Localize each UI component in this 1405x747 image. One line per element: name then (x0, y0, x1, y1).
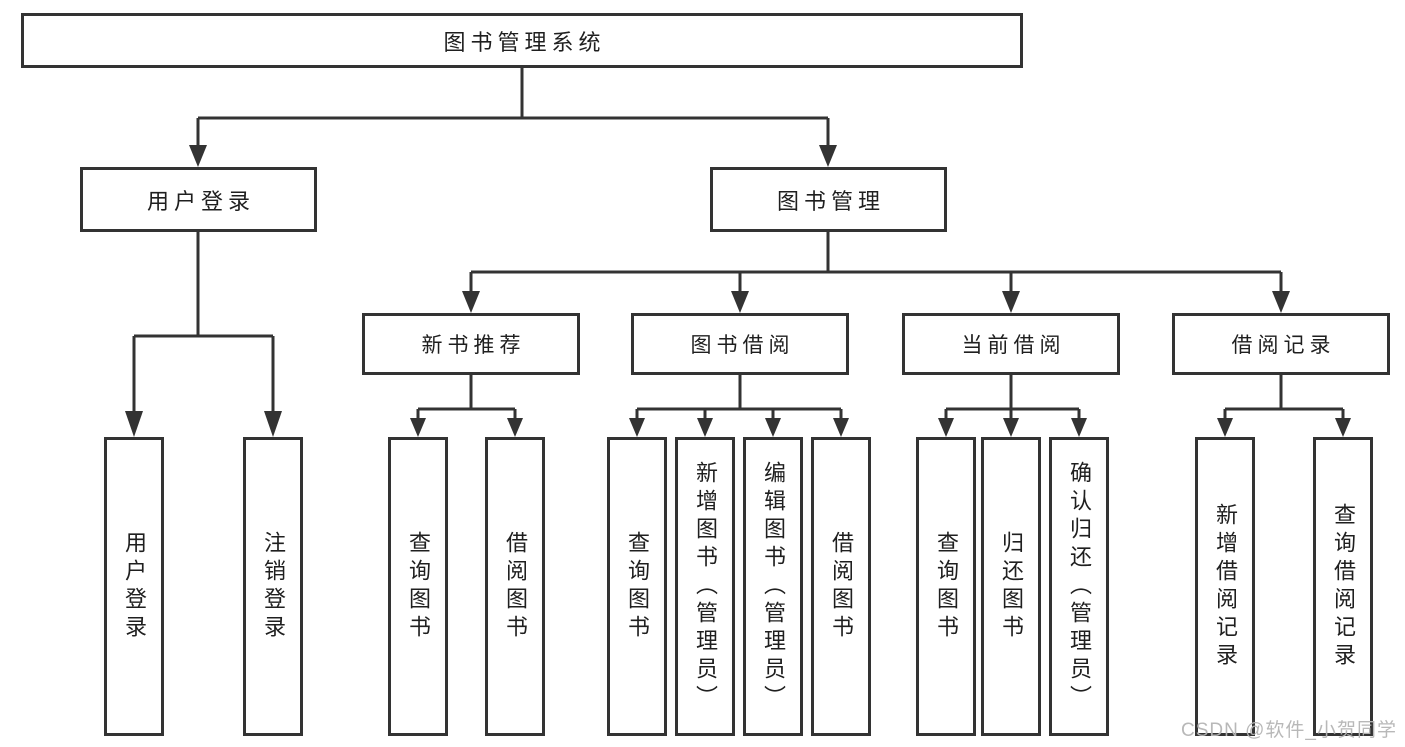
leaf-query-books-recommend: 查询图书 (388, 437, 448, 736)
leaf-query-books-current: 查询图书 (916, 437, 976, 736)
arrowheads (125, 145, 1351, 437)
leaf-user-login: 用户登录 (104, 437, 164, 736)
category-new-book-recommend: 新书推荐 (362, 313, 580, 375)
edge-newbook-to-leaves (416, 375, 517, 420)
root-node-label: 图书管理系统 (443, 29, 606, 55)
leaf-edit-books-admin: 编辑图书（管理员） (743, 437, 803, 736)
csdn-watermark: CSDN @软件_小贺同学 (1181, 720, 1397, 741)
branch-book-management-label: 图书管理 (776, 188, 885, 214)
edge-bookmgmt-to-level3 (469, 232, 1283, 294)
category-new-book-recommend-label: 新书推荐 (421, 334, 526, 357)
category-book-borrowing: 图书借阅 (631, 313, 849, 375)
edge-record-to-leaves (1223, 375, 1345, 420)
leaf-logout: 注销登录 (243, 437, 303, 736)
leaf-confirm-return-admin: 确认归还（管理员） (1049, 437, 1109, 736)
category-borrow-records-label: 借阅记录 (1231, 334, 1336, 357)
category-current-borrowing-label: 当前借阅 (961, 334, 1066, 357)
branch-user-login-label: 用户登录 (146, 188, 255, 214)
edge-userlogin-to-leaves (132, 232, 275, 414)
root-node-library-system: 图书管理系统 (21, 13, 1023, 68)
leaf-add-books-admin: 新增图书（管理员） (675, 437, 735, 736)
category-book-borrowing-label: 图书借阅 (690, 334, 795, 357)
leaf-query-borrow-record: 查询借阅记录 (1313, 437, 1373, 736)
branch-book-management: 图书管理 (710, 167, 947, 232)
edge-current-to-leaves (944, 375, 1081, 420)
leaf-borrow-books: 借阅图书 (811, 437, 871, 736)
category-current-borrowing: 当前借阅 (902, 313, 1120, 375)
edge-root-to-level2 (196, 68, 830, 148)
leaf-return-books: 归还图书 (981, 437, 1041, 736)
leaf-borrow-books-recommend: 借阅图书 (485, 437, 545, 736)
branch-user-login: 用户登录 (80, 167, 317, 232)
leaf-add-borrow-record: 新增借阅记录 (1195, 437, 1255, 736)
leaf-query-books-borrowing: 查询图书 (607, 437, 667, 736)
category-borrow-records: 借阅记录 (1172, 313, 1390, 375)
edge-borrow-to-leaves (635, 375, 843, 420)
